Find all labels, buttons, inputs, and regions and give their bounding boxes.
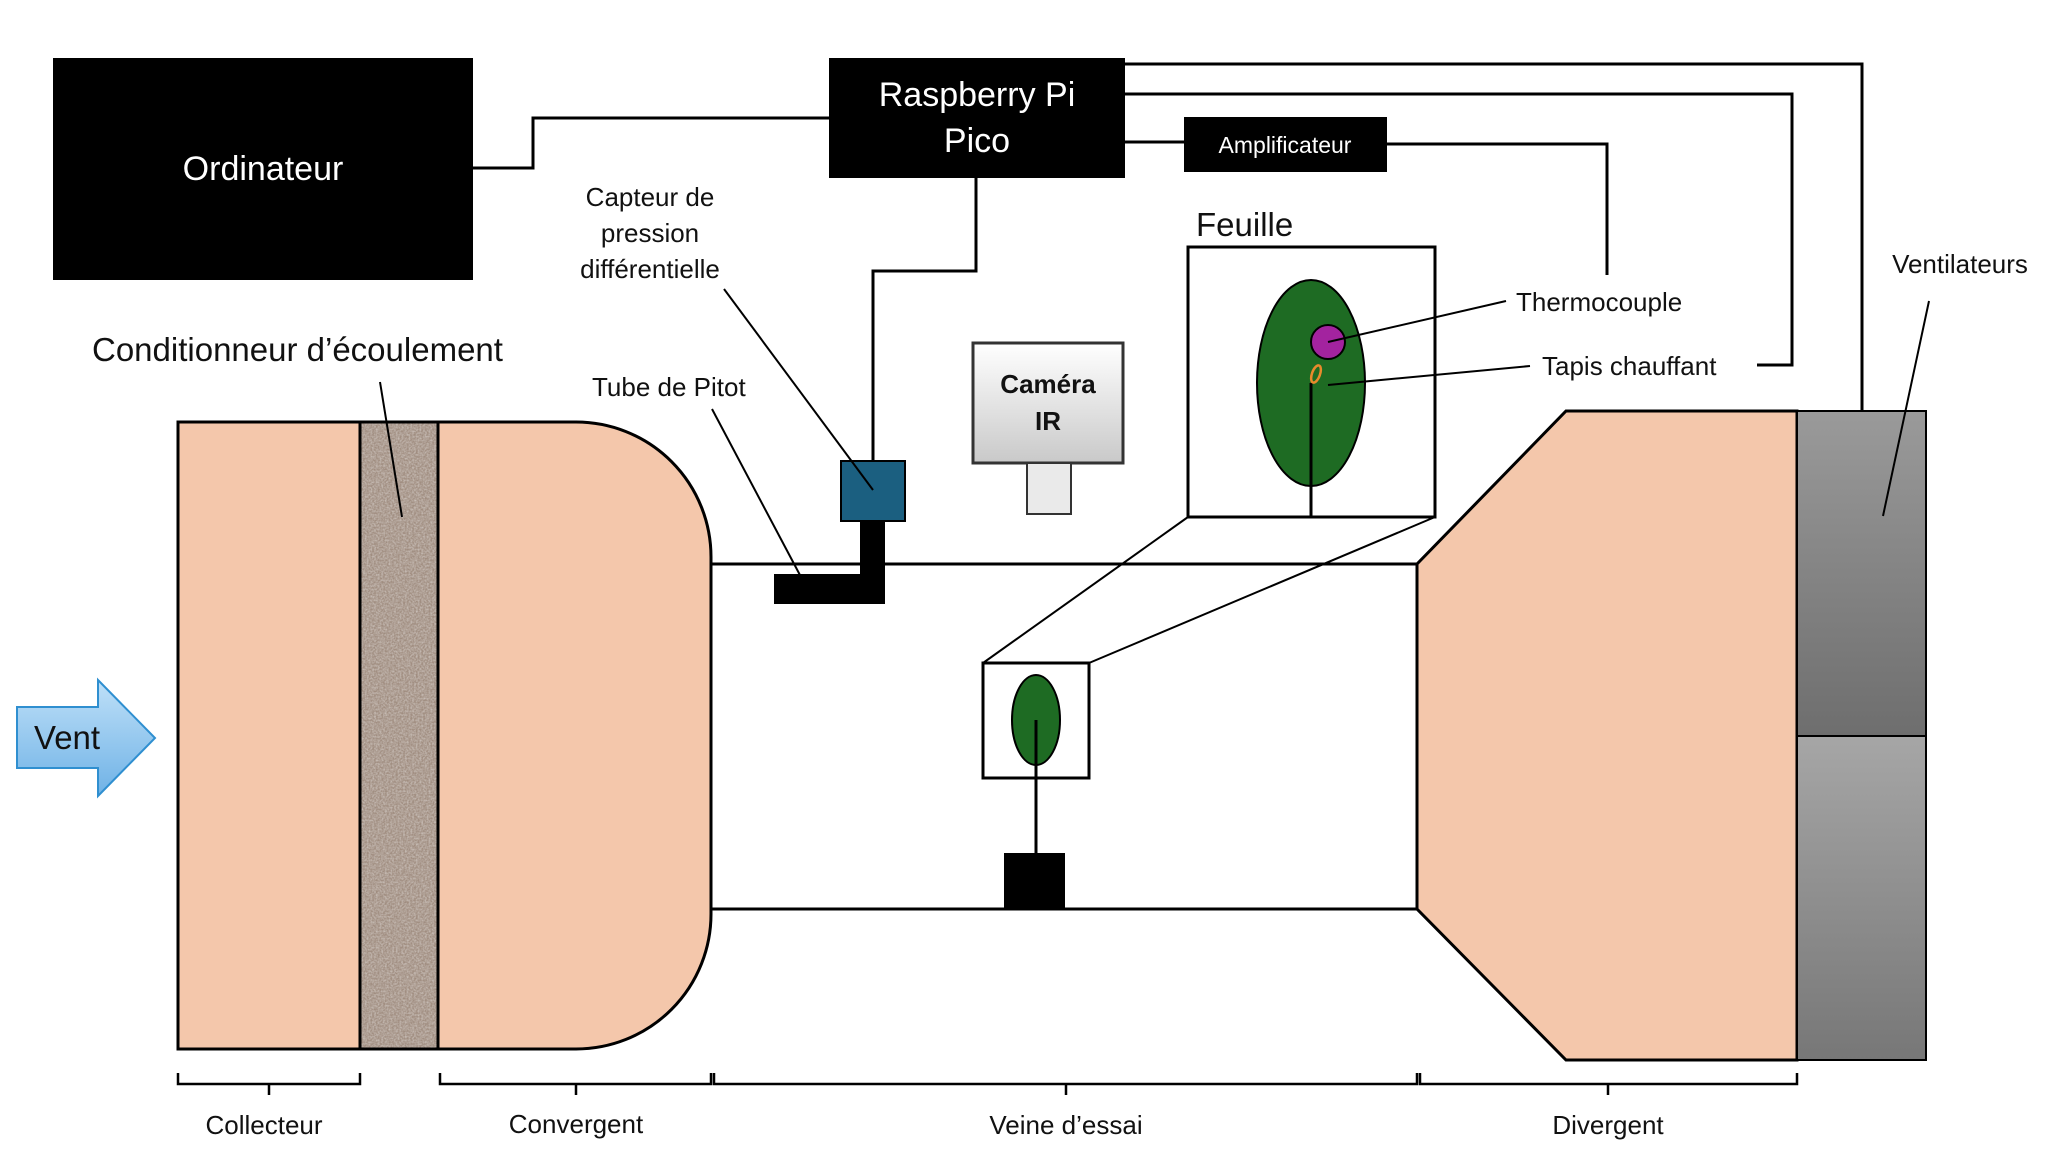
divergent-section <box>1415 409 1799 1062</box>
wire-pico-fans <box>1125 62 1864 412</box>
amplifier-box: Amplificateur <box>1184 117 1387 172</box>
section-label-divergent: Divergent <box>1552 1110 1664 1140</box>
pitot-tube <box>774 519 885 604</box>
fan-top <box>1796 410 1927 737</box>
bracket-test-section <box>712 1073 1419 1095</box>
camera-body <box>971 341 1125 465</box>
camera-label-line1: Caméra <box>1000 369 1096 399</box>
ir-camera: Caméra IR <box>971 341 1125 515</box>
sensor-label-line3: différentielle <box>580 254 720 284</box>
pressure-sensor <box>840 460 906 522</box>
sensor-label-line2: pression <box>601 218 699 248</box>
section-label-collector: Collecteur <box>205 1110 322 1140</box>
wind-arrow: Vent <box>16 677 157 799</box>
heater-label: Tapis chauffant <box>1542 351 1717 381</box>
leaf-title: Feuille <box>1196 206 1293 243</box>
raspberry-label-line1: Raspberry Pi <box>879 76 1076 114</box>
computer-label: Ordinateur <box>183 150 344 188</box>
pitot-assembly <box>774 460 906 604</box>
bracket-convergent <box>438 1073 713 1095</box>
wind-label: Vent <box>34 719 100 756</box>
wind-tunnel <box>176 409 1927 1062</box>
annotations: Capteur de pression différentielle Therm… <box>92 182 2028 402</box>
bracket-collector <box>176 1073 362 1095</box>
computer-box: Ordinateur <box>53 58 473 280</box>
wiring <box>473 62 1864 460</box>
wire-amplifier-thermocouple <box>1387 142 1609 275</box>
leaf-detail: Feuille <box>1186 206 1437 519</box>
leaf-mount <box>1004 853 1065 908</box>
collector-section <box>176 420 362 1051</box>
section-brackets: Collecteur Convergent Veine d’essai Dive… <box>176 1073 1799 1140</box>
bracket-divergent <box>1418 1073 1799 1095</box>
thermocouple-label: Thermocouple <box>1516 287 1682 317</box>
camera-lens <box>1026 462 1072 515</box>
section-label-test: Veine d’essai <box>989 1110 1142 1140</box>
raspberry-pi-box: Raspberry Pi Pico <box>829 58 1125 178</box>
wire-computer-pico <box>473 116 829 170</box>
leader-lines <box>379 288 1930 578</box>
heater-marker <box>1309 364 1323 384</box>
wire-pico-sensor <box>871 178 978 460</box>
flow-conditioner-texture <box>360 422 438 1049</box>
raspberry-label-line2: Pico <box>944 122 1010 160</box>
fans-label: Ventilateurs <box>1892 249 2028 279</box>
convergent-section <box>436 420 713 1051</box>
wind-arrow-shape <box>16 677 157 799</box>
section-label-convergent: Convergent <box>509 1109 644 1139</box>
leaf-in-tunnel <box>981 661 1091 908</box>
camera-label-line2: IR <box>1035 406 1061 436</box>
wire-pico-heater <box>1125 92 1794 367</box>
zoom-lines <box>982 516 1436 664</box>
pitot-label: Tube de Pitot <box>592 372 746 402</box>
conditioner-label: Conditionneur d’écoulement <box>92 331 503 368</box>
sensor-label-line1: Capteur de <box>586 182 715 212</box>
fan-bottom <box>1796 735 1927 1061</box>
amplifier-label: Amplificateur <box>1219 132 1352 158</box>
